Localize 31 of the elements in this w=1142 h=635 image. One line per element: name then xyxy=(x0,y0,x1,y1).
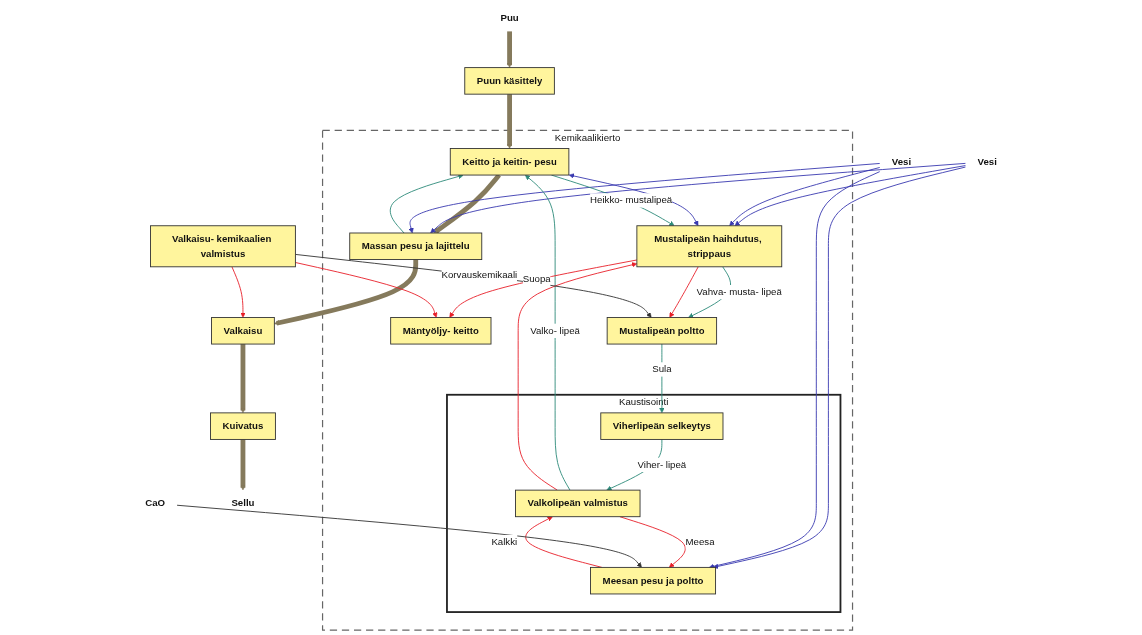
node-box: Valkolipeän valmistus xyxy=(515,489,641,518)
node-text: Puu xyxy=(500,12,519,23)
arrow xyxy=(274,259,419,326)
edge-label: Valko- lipeä xyxy=(530,325,580,336)
arrow xyxy=(506,31,513,68)
node-box: Mäntyöljy- keitto xyxy=(390,317,492,345)
node-box: Puun käsittely xyxy=(464,67,555,95)
node-text: CaO xyxy=(145,497,166,509)
node-text: Sellu xyxy=(231,497,255,509)
node-box: Valkaisu- kemikaalien valmistus xyxy=(150,225,296,268)
edge-label: Korvauskemikaali xyxy=(441,269,518,280)
edge-label: Suopa xyxy=(522,273,551,284)
node-text: Vesi xyxy=(977,156,997,167)
edge-label: Heikko- mustalipeä xyxy=(590,194,673,206)
node-box: Valkaisu xyxy=(211,317,275,345)
node-box: Viherlipeän selkeytys xyxy=(600,412,724,440)
edge-label: Kalkki xyxy=(491,536,518,547)
node-box: Kuivatus xyxy=(210,412,276,440)
arrow xyxy=(240,439,246,491)
node-box: Keitto ja keitin- pesu xyxy=(449,148,570,176)
node-text: Vesi xyxy=(891,156,912,167)
edge-label: Meesa xyxy=(685,536,715,547)
node-box: Mustalipeän poltto xyxy=(606,317,718,345)
arrow xyxy=(240,344,246,414)
node-box: Massan pesu ja lajittelu xyxy=(349,232,483,260)
arrow xyxy=(506,94,513,149)
edge-label: Viher- lipeä xyxy=(637,459,687,470)
edge-label: Vahva- musta- lipeä xyxy=(696,286,782,297)
edge-label: Sula xyxy=(652,363,672,375)
node-box: Meesan pesu ja poltto xyxy=(590,566,717,595)
node-box: Mustalipeän haihdutus, strippaus xyxy=(636,225,783,268)
